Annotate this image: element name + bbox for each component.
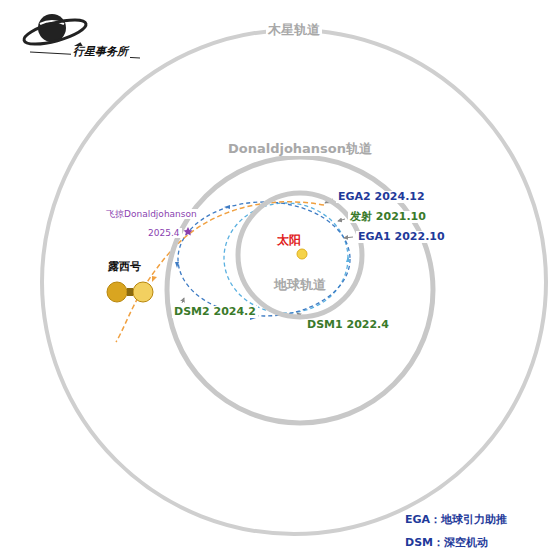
- direction-mark: [346, 256, 350, 262]
- legend-text: DSM：深空机动: [403, 537, 490, 550]
- event-label: EGA2 2024.12: [336, 191, 427, 204]
- event-label: DSM2 2024.2: [172, 306, 258, 319]
- spacecraft-name: 露西号: [106, 261, 143, 274]
- spacecraft-body: [127, 288, 133, 296]
- logo: [22, 14, 140, 58]
- event-label: 发射 2021.10: [348, 211, 428, 224]
- orbit-circle: 地球轨道: [232, 187, 368, 323]
- leader-arrow: [338, 219, 345, 221]
- solar-panel: [107, 282, 127, 302]
- orbit-name: 木星轨道: [266, 23, 322, 38]
- orbit-line: [238, 193, 362, 317]
- sun-dot: [297, 249, 307, 259]
- trajectory-loop-outer: [178, 202, 350, 316]
- orbit-outline: [232, 187, 368, 323]
- orbit-circle: 地球轨道 Donaldjohanson轨道 木星轨道: [37, 25, 550, 539]
- orbit-name: 地球轨道: [272, 278, 328, 293]
- orbit-line: [42, 30, 546, 534]
- solar-panel: [133, 282, 153, 302]
- direction-mark: [175, 262, 179, 268]
- flyby-label: 飞掠Donaldjohanson: [104, 209, 199, 219]
- direction-mark: [224, 205, 230, 209]
- leader-arrow: [182, 298, 184, 303]
- flyby-date: 2025.4: [146, 228, 182, 238]
- sun-label: 太阳: [275, 234, 303, 248]
- legend-text: EGA：地球引力助推: [403, 514, 509, 527]
- orbit-name: Donaldjohanson轨道: [226, 142, 374, 157]
- leader-arrow: [344, 237, 353, 238]
- lucy-spacecraft: [107, 282, 153, 302]
- event-label: EGA1 2022.10: [356, 231, 447, 244]
- logo-text: 行星事务所: [71, 46, 130, 59]
- trajectory-outbound: [116, 202, 324, 342]
- direction-mark: [152, 276, 157, 282]
- orbit-line: [167, 157, 433, 423]
- event-label: DSM1 2022.4: [305, 319, 391, 332]
